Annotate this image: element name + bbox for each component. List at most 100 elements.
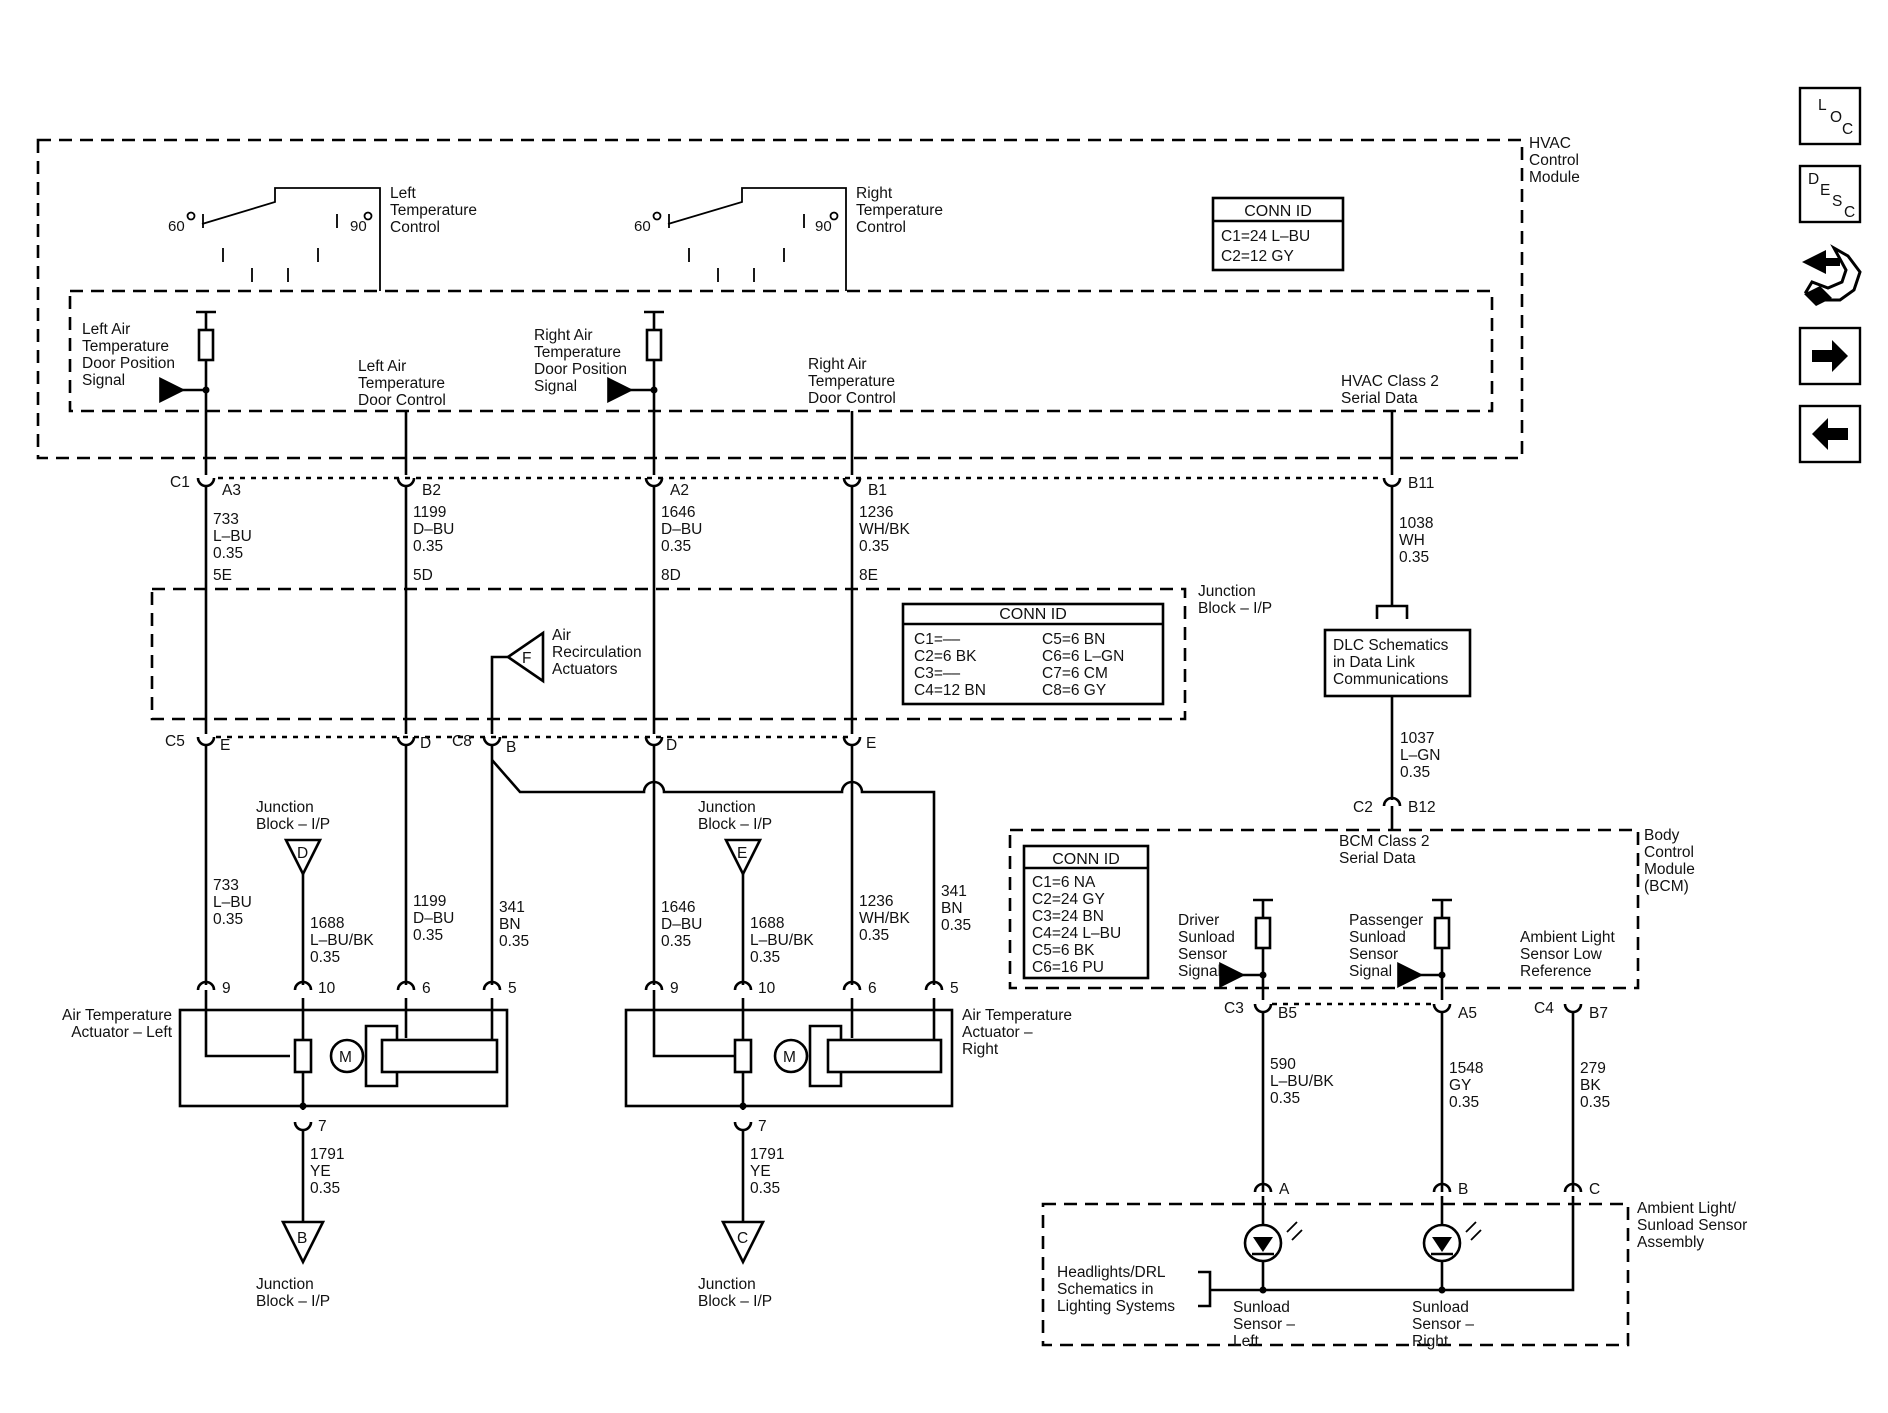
connector-view-icon[interactable] — [1802, 244, 1862, 306]
svg-text:8D: 8D — [661, 567, 681, 584]
svg-text:8E: 8E — [859, 567, 878, 584]
hvac-inner-boundary — [68, 289, 1494, 413]
upper-wires — [204, 486, 1394, 734]
hvac-serial-data-circuit: HVAC Class 2 Serial Data — [1341, 373, 1443, 475]
left-temperature-control: 60 90 Left Temperature Control — [168, 185, 481, 291]
svg-text:5: 5 — [950, 980, 959, 997]
svg-text:C1=24 L–BU: C1=24 L–BU — [1221, 228, 1310, 245]
svg-text:5: 5 — [508, 980, 517, 997]
lower-wires — [204, 745, 936, 985]
next-page-button[interactable] — [1798, 326, 1862, 386]
arrow-left-icon — [1812, 418, 1848, 450]
sensor-assembly-boundary: Ambient Light/ Sunload Sensor Assembly — [1041, 1200, 1752, 1347]
pin-e-right: E — [866, 735, 876, 752]
svg-text:C: C — [1842, 121, 1853, 138]
hvac-control-module-boundary: HVAC Control Module — [36, 135, 1583, 460]
hvac-module-label: HVAC Control Module — [1529, 135, 1583, 186]
right-temperature-control: 60 90 Right Temperature Control — [634, 185, 943, 291]
bcm-conn-id-table: CONN ID C1=6 NA C2=24 GY C3=24 BN C4=24 … — [1022, 844, 1150, 980]
a3-label: A3 — [222, 482, 241, 499]
sensor-assembly-label: Ambient Light/ Sunload Sensor Assembly — [1637, 1200, 1752, 1251]
svg-text:A5: A5 — [1458, 1005, 1477, 1022]
hvac-serial-data-label: HVAC Class 2 Serial Data — [1341, 373, 1443, 407]
bcm-lower-pins — [1253, 1003, 1583, 1014]
previous-page-button[interactable] — [1798, 404, 1862, 464]
svg-text:C: C — [737, 1230, 748, 1247]
junction-block-label: Junction Block – I/P — [1198, 583, 1272, 617]
loc-button[interactable]: L O C — [1798, 86, 1862, 146]
c5-label: C5 — [165, 733, 185, 750]
left-door-control-label: Left Air Temperature Door Control — [358, 358, 449, 409]
svg-text:CONN ID: CONN ID — [999, 606, 1067, 623]
pin-b: B — [506, 739, 516, 756]
svg-text:7: 7 — [318, 1118, 327, 1135]
b2-label: B2 — [422, 482, 441, 499]
svg-text:E: E — [1820, 182, 1830, 199]
svg-text:B12: B12 — [1408, 799, 1436, 816]
svg-text:E: E — [737, 845, 747, 862]
arrow-right-icon — [1812, 340, 1848, 372]
pin-e-left: E — [220, 737, 230, 754]
svg-text:C: C — [1589, 1181, 1600, 1198]
actuator-right-pins — [644, 980, 944, 991]
svg-text:M: M — [339, 1049, 352, 1066]
svg-text:A: A — [1279, 1181, 1290, 1198]
pin-d-right: D — [666, 737, 677, 754]
svg-text:B: B — [1458, 1181, 1468, 1198]
sensor-common-wire — [1259, 1196, 1575, 1294]
sensor-assembly-pins — [1253, 1182, 1583, 1193]
left-temp-min: 60 — [168, 218, 185, 235]
bcm-label: Body Control Module (BCM) — [1644, 827, 1699, 895]
hvac-conn-id-table: CONN ID C1=24 L–BU C2=12 GY — [1211, 196, 1345, 272]
left-door-control-circuit: Left Air Temperature Door Control — [358, 358, 449, 475]
c1-label: C1 — [170, 474, 190, 491]
desc-button[interactable]: D E S C — [1798, 164, 1862, 224]
left-temp-label: Left Temperature Control — [390, 185, 481, 236]
svg-text:B: B — [297, 1230, 307, 1247]
svg-text:9: 9 — [670, 980, 679, 997]
left-door-position-label: Left Air Temperature Door Position Signa… — [82, 321, 179, 389]
pin-d-left: D — [420, 735, 431, 752]
svg-text:L: L — [1818, 97, 1827, 114]
svg-text:9: 9 — [222, 980, 231, 997]
bcm-boundary: Body Control Module (BCM) — [1008, 827, 1699, 990]
svg-text:C2: C2 — [1353, 799, 1373, 816]
right-temp-min: 60 — [634, 218, 651, 235]
